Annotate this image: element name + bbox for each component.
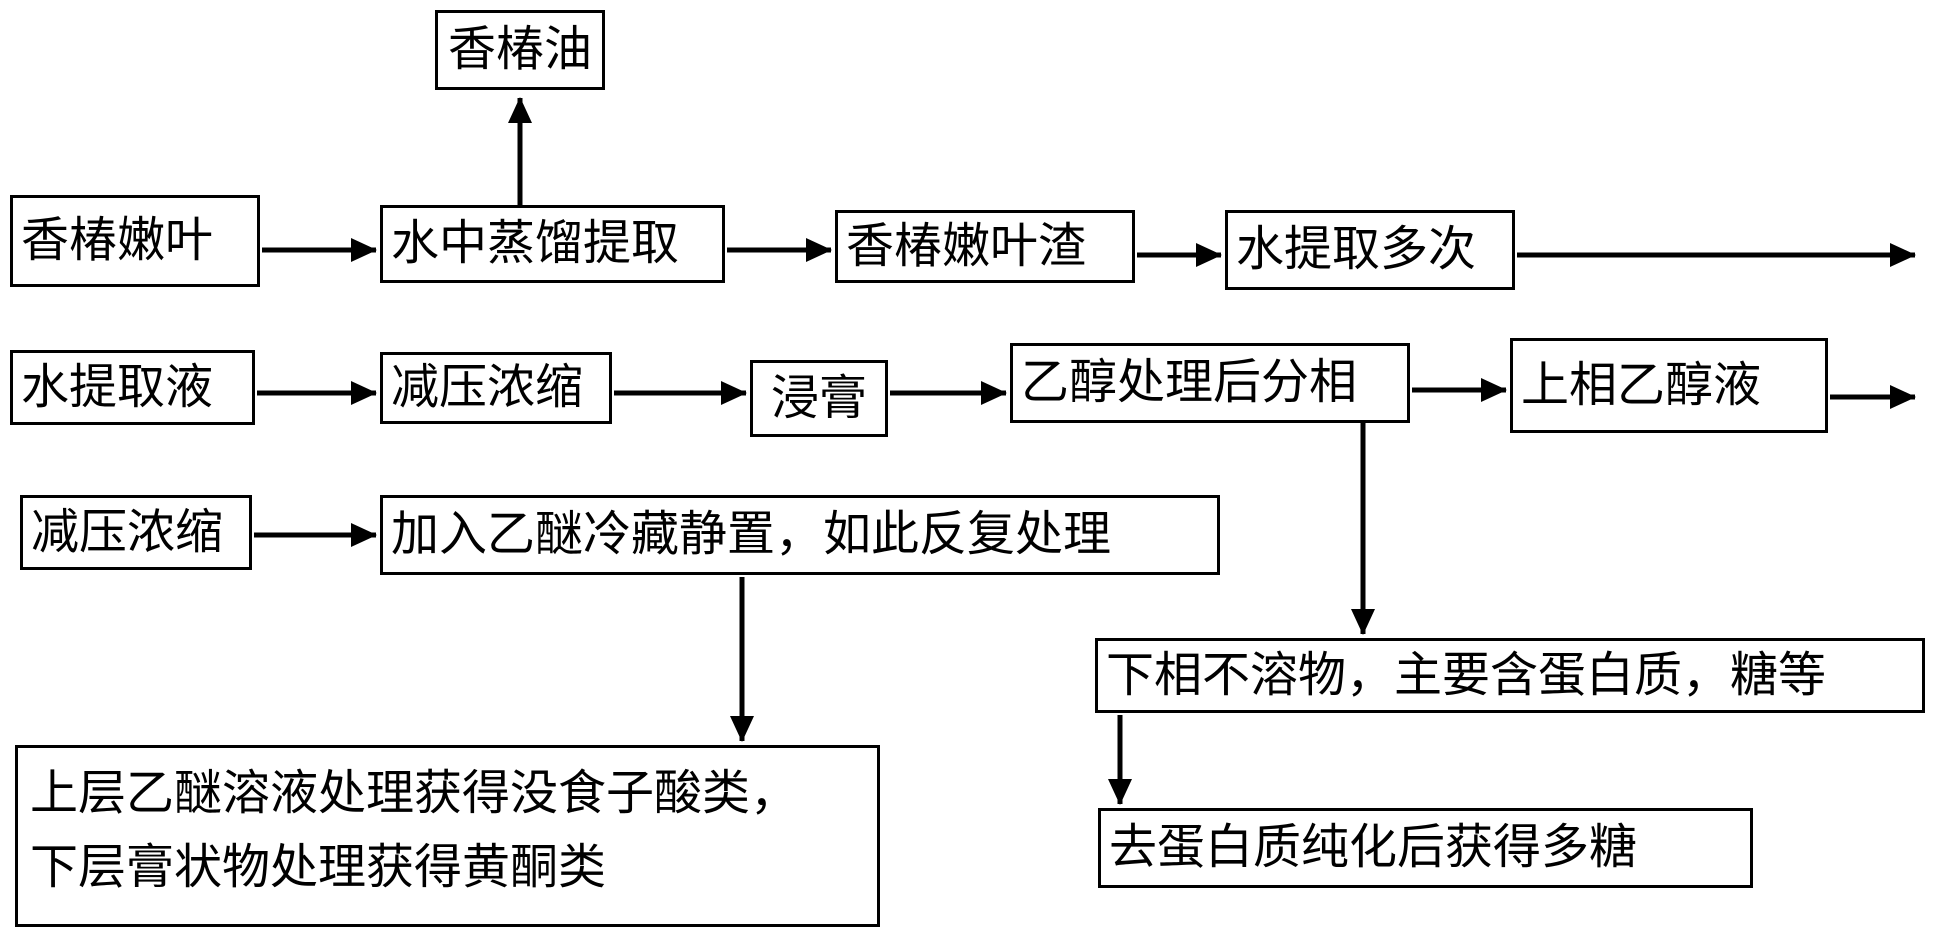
node-vacuum-concentration-2: 减压浓缩 bbox=[20, 495, 252, 570]
ether-result-line-1: 上层乙醚溶液处理获得没食子酸类， bbox=[30, 756, 865, 830]
node-polysaccharide: 去蛋白质纯化后获得多糖 bbox=[1098, 808, 1753, 888]
node-extract-paste: 浸膏 bbox=[750, 360, 888, 437]
node-water-extract-liquid: 水提取液 bbox=[10, 350, 255, 425]
node-steam-distillation: 水中蒸馏提取 bbox=[380, 205, 725, 283]
node-vacuum-concentration-1: 减压浓缩 bbox=[380, 352, 612, 424]
node-ether-treatment: 加入乙醚冷藏静置，如此反复处理 bbox=[380, 495, 1220, 575]
node-upper-ethanol-liquid: 上相乙醇液 bbox=[1510, 338, 1828, 433]
node-toona-leaves: 香椿嫩叶 bbox=[10, 195, 260, 287]
node-water-extract-multiple: 水提取多次 bbox=[1225, 210, 1515, 290]
node-ether-result: 上层乙醚溶液处理获得没食子酸类， 下层膏状物处理获得黄酮类 bbox=[15, 745, 880, 927]
node-ethanol-phase-separation: 乙醇处理后分相 bbox=[1010, 343, 1410, 423]
ether-result-line-2: 下层膏状物处理获得黄酮类 bbox=[30, 830, 865, 904]
node-toona-oil: 香椿油 bbox=[435, 10, 605, 90]
node-leaf-residue: 香椿嫩叶渣 bbox=[835, 210, 1135, 283]
node-lower-insoluble: 下相不溶物，主要含蛋白质，糖等 bbox=[1095, 638, 1925, 713]
